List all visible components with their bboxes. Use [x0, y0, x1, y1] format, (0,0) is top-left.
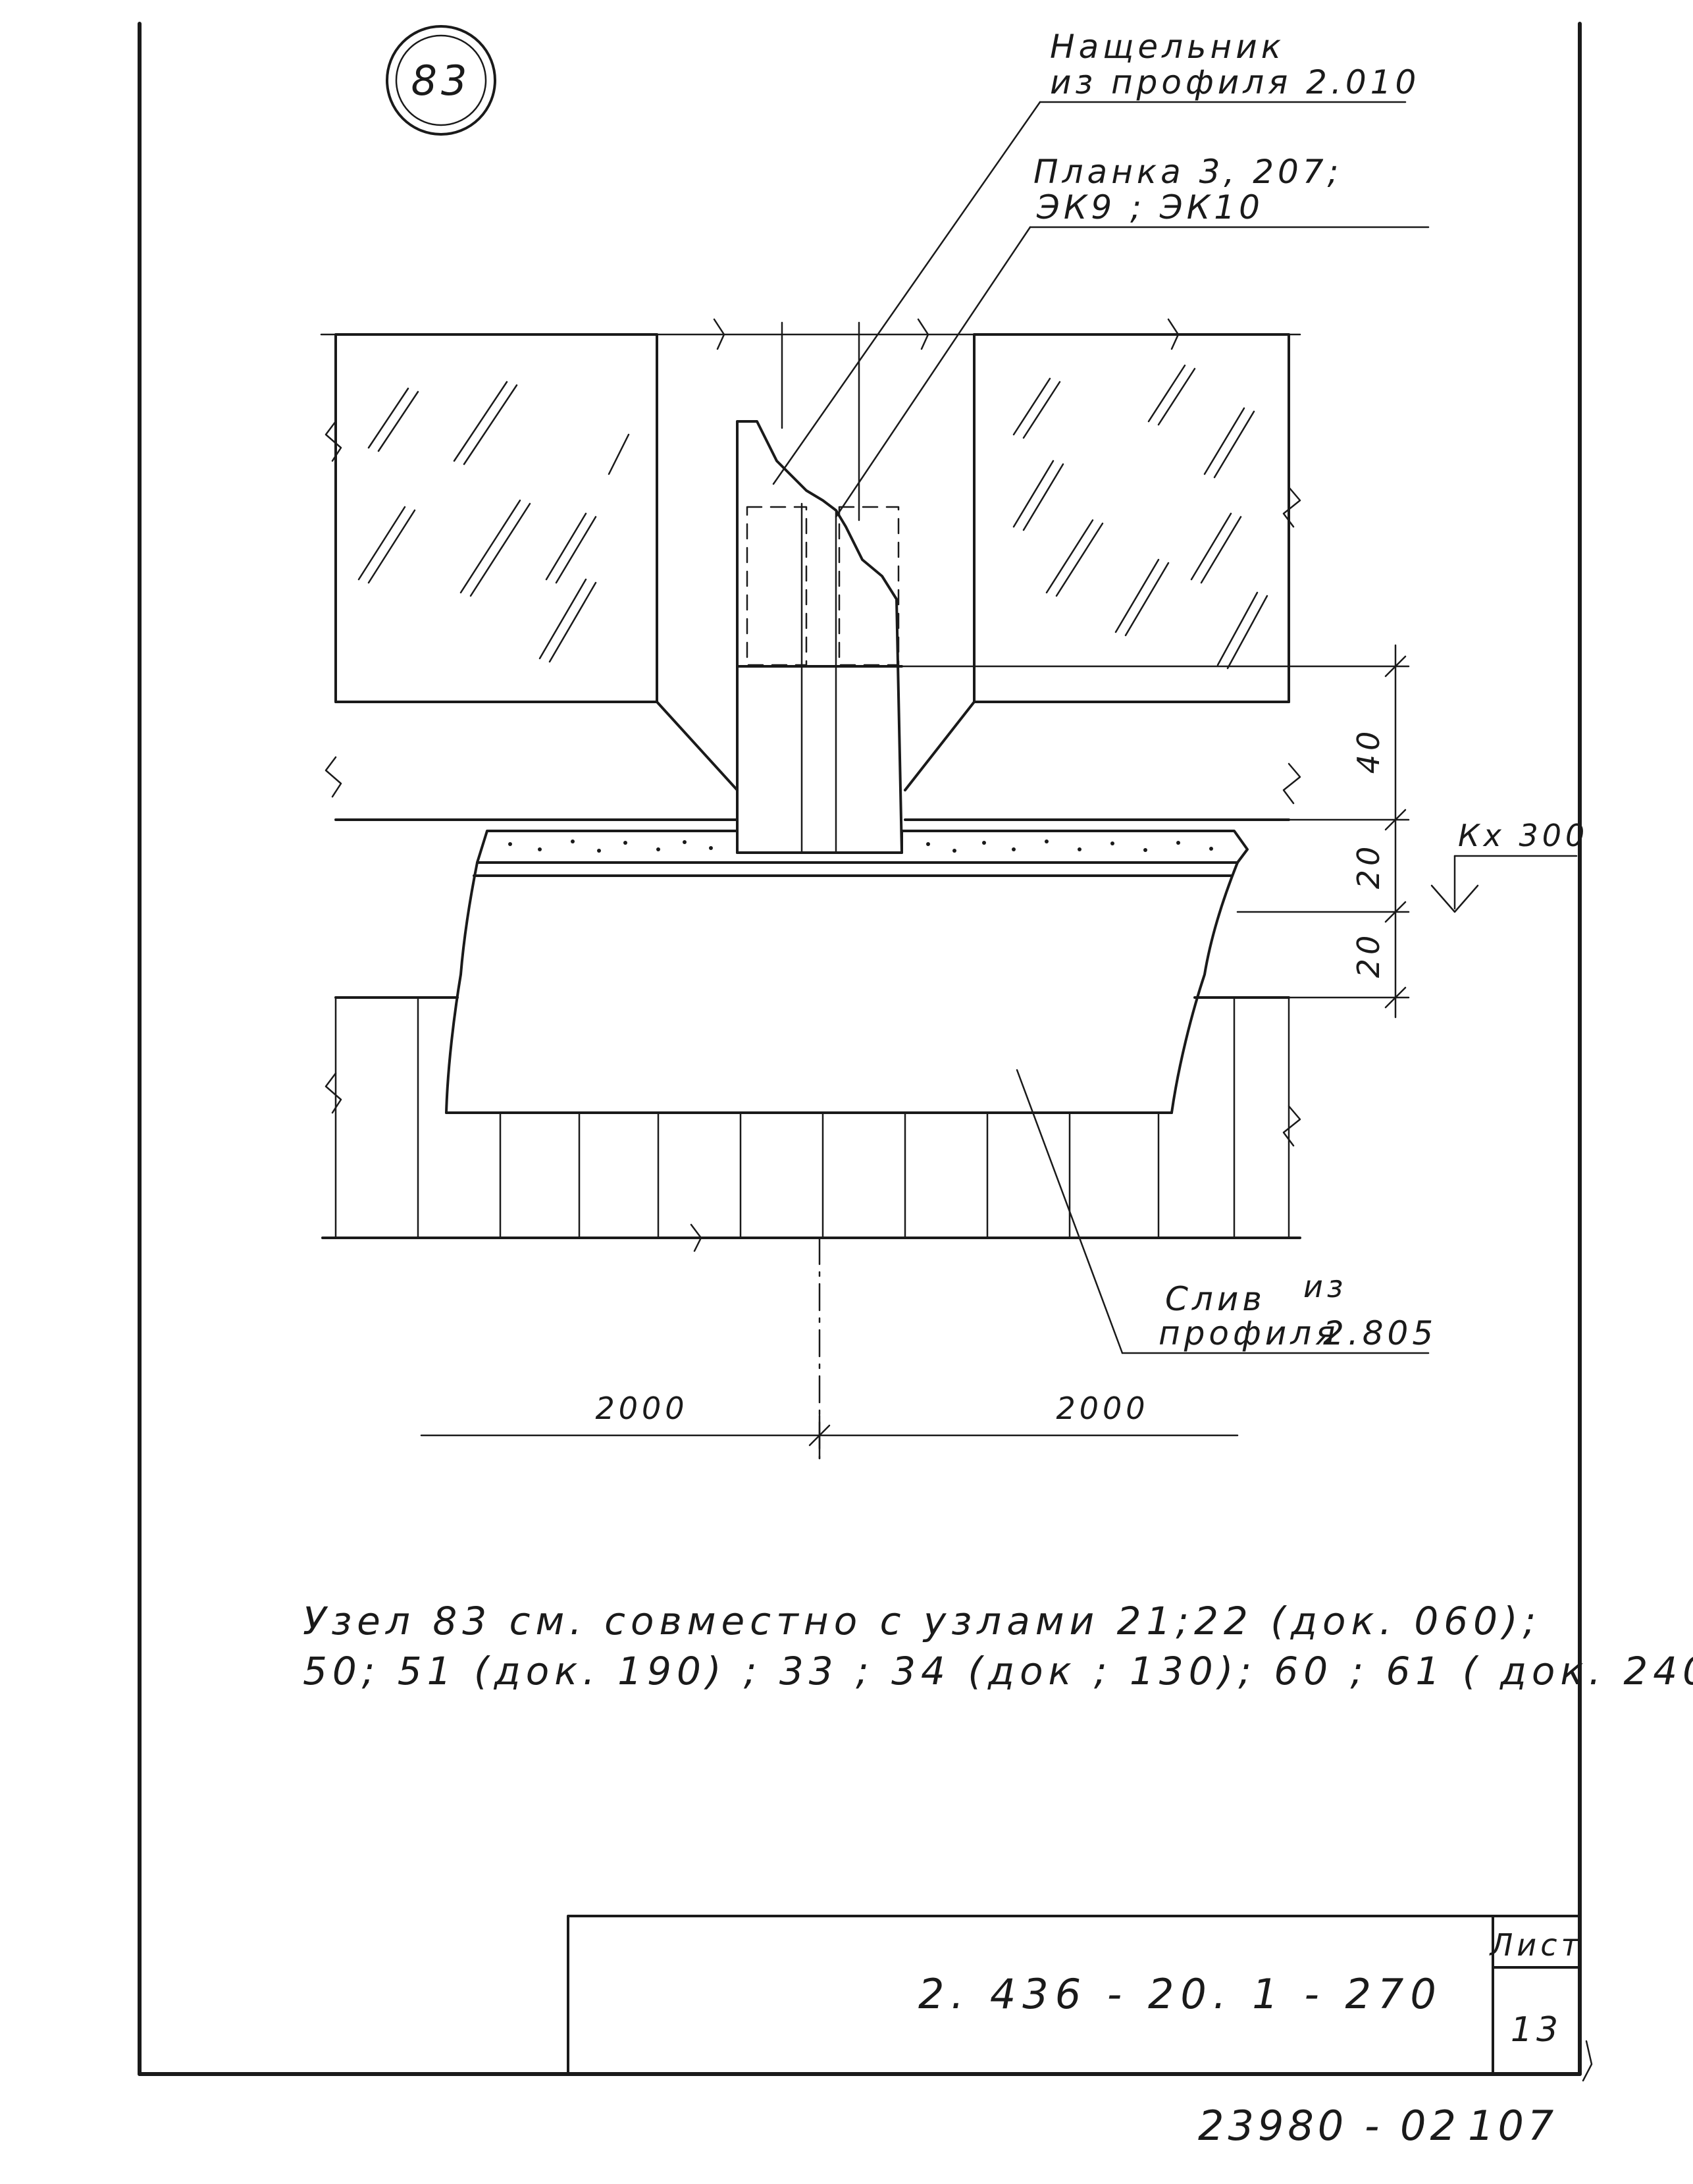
cover-strip — [736, 333, 903, 854]
callout-nashchelnik-line1: Нащельник — [1050, 28, 1285, 66]
callout-nashchelnik-line2: из профиля 2.010 — [1050, 63, 1420, 101]
page-number: 107 — [1468, 2102, 1557, 2150]
dim-vertical-3: 20 — [1351, 932, 1386, 978]
note-line1: Узел 83 см. совместно с узлами 21;22 (до… — [303, 1599, 1541, 1643]
node-note: Узел 83 см. совместно с узлами 21;22 (до… — [303, 1599, 1693, 1693]
vertical-dimensions: 40 20 20 — [895, 644, 1410, 1019]
callout-nashchelnik: Нащельник из профиля 2.010 — [772, 28, 1420, 485]
level-mark-text: Кх 300 — [1458, 818, 1588, 853]
node-number: 83 — [411, 57, 471, 105]
callout-planka-line1: Планка 3, 207; — [1033, 153, 1343, 191]
dim-vertical-2: 20 — [1351, 843, 1386, 890]
drip-sill — [445, 861, 1239, 1114]
callout-sliv-line2b: 2.805 — [1323, 1314, 1437, 1352]
horizontal-dimensions: 2000 2000 — [420, 1391, 1239, 1460]
document-code: 2. 436 - 20. 1 - 270 — [918, 1970, 1443, 2018]
archive-number: 23980 - 02 — [1198, 2102, 1460, 2150]
node-number-badge: 83 — [386, 25, 496, 136]
callout-sliv: Слив из профиля 2.805 — [1016, 1069, 1437, 1354]
callout-planka-line2: ЭК9 ; ЭК10 — [1036, 188, 1264, 226]
frame-rails — [325, 333, 1301, 821]
dim-horizontal-left: 2000 — [595, 1391, 688, 1426]
callout-sliv-line1: Слив — [1165, 1280, 1266, 1318]
dim-horizontal-right: 2000 — [1056, 1391, 1149, 1426]
sheet-number: 13 — [1511, 2010, 1562, 2050]
dim-vertical-1: 40 — [1351, 728, 1386, 774]
glass-pane-left — [334, 333, 658, 703]
callout-sliv-line2: профиля — [1159, 1314, 1339, 1352]
level-mark: Кх 300 — [1430, 818, 1588, 913]
sealant-strip — [476, 830, 1249, 864]
title-block: 2. 436 - 20. 1 - 270 Лист 13 — [567, 1915, 1593, 2082]
sheet-label: Лист — [1489, 1927, 1583, 1963]
lower-boards — [321, 996, 1301, 1252]
callout-planka: Планка 3, 207; ЭК9 ; ЭК10 — [835, 153, 1430, 518]
callout-sliv-line1b: из — [1303, 1269, 1347, 1304]
note-line2: 50; 51 (док. 190) ; 33 ; 34 (док ; 130);… — [303, 1649, 1693, 1693]
glass-pane-right — [973, 333, 1290, 703]
footer: 23980 - 02 107 — [1198, 2102, 1557, 2150]
